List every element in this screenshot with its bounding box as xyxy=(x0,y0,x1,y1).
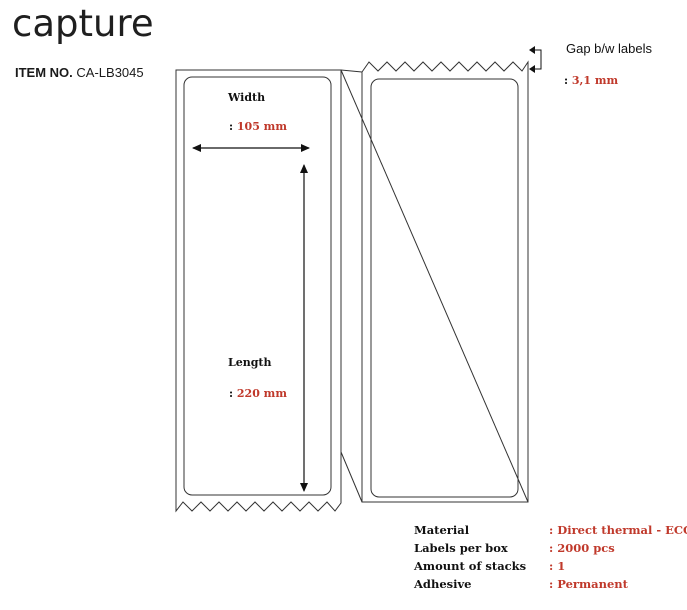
length-value-row: : 220 mm xyxy=(229,387,287,400)
gap-bracket xyxy=(532,49,542,70)
spec-key: Labels per box xyxy=(414,541,508,555)
spec-value: Direct thermal - ECO xyxy=(557,523,687,537)
spec-key: Adhesive xyxy=(414,577,472,591)
width-value-row: : 105 mm xyxy=(229,120,287,133)
item-code: CA-LB3045 xyxy=(76,65,144,80)
spec-value: 2000 pcs xyxy=(557,541,615,555)
back-label-outline xyxy=(361,60,529,503)
gap-arrow-top xyxy=(529,46,535,54)
width-label: Width xyxy=(228,91,266,104)
width-value: 105 mm xyxy=(236,120,287,133)
back-label-inner xyxy=(370,78,519,498)
fold-top-edge xyxy=(340,69,363,73)
gap-value: 3,1 mm xyxy=(571,74,619,87)
length-label: Length xyxy=(228,356,272,369)
gap-value-row: : 3,1 mm xyxy=(564,74,619,87)
brand-logo: capture xyxy=(12,2,154,45)
front-label-outline xyxy=(175,69,342,513)
spec-value: 1 xyxy=(557,559,566,573)
spec-key: Amount of stacks xyxy=(414,559,527,573)
front-label-inner xyxy=(183,76,332,496)
fold-bottom-diagonal xyxy=(340,451,363,503)
fold-diagonal xyxy=(340,69,529,503)
gap-label: Gap b/w labels xyxy=(566,41,652,56)
spec-key: Material xyxy=(414,523,470,537)
gap-arrow-bottom xyxy=(529,65,535,73)
item-label: ITEM NO. xyxy=(15,65,73,80)
spec-value: Permanent xyxy=(557,577,628,591)
item-number: ITEM NO. CA-LB3045 xyxy=(15,65,144,80)
length-value: 220 mm xyxy=(236,387,287,400)
